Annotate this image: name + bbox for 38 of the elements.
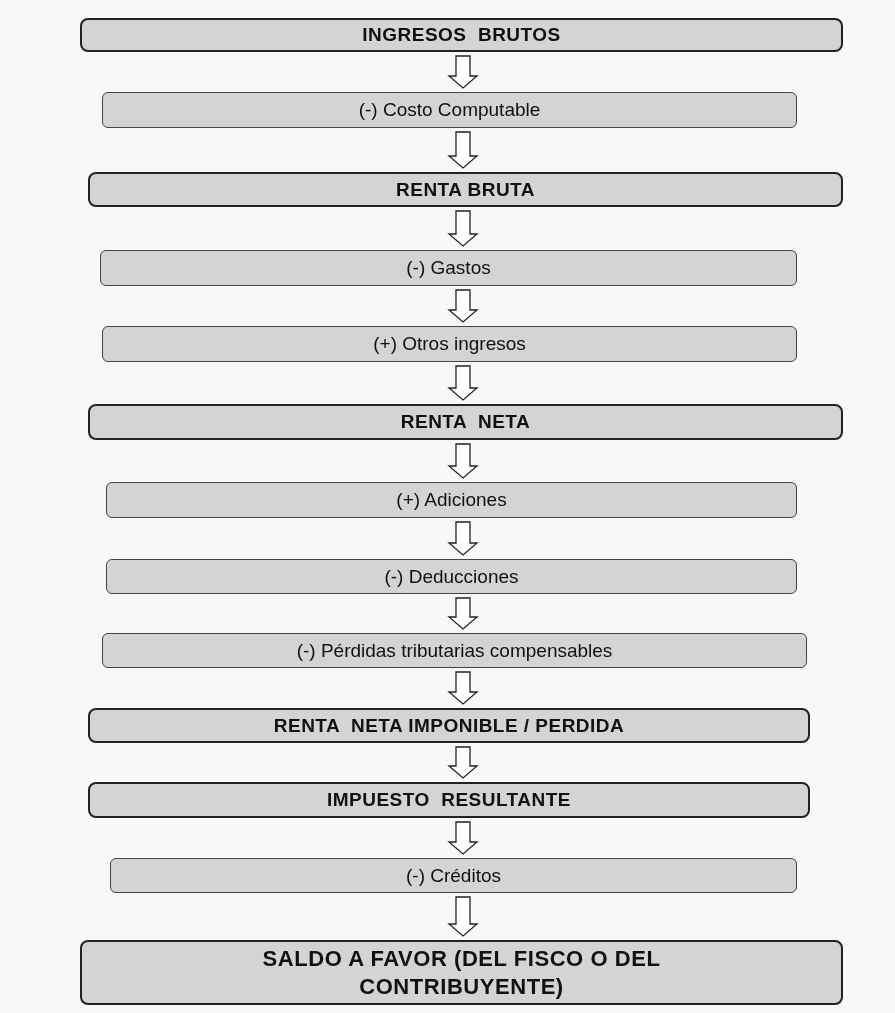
total-box bbox=[80, 18, 843, 52]
hollow-down-arrow bbox=[447, 821, 479, 855]
box-label: (-) Costo Computable bbox=[358, 98, 541, 122]
total-box bbox=[88, 404, 843, 440]
step-box bbox=[102, 92, 797, 128]
hollow-down-arrow bbox=[447, 210, 479, 247]
hollow-down-arrow bbox=[447, 521, 479, 556]
box-label: (+) Otros ingresos bbox=[373, 332, 526, 356]
step-box bbox=[102, 326, 797, 362]
hollow-down-arrow bbox=[447, 289, 479, 323]
box-label: RENTA NETA IMPONIBLE / PERDIDA bbox=[273, 713, 625, 738]
hollow-down-arrow bbox=[447, 443, 479, 479]
box-label: IMPUESTO RESULTANTE bbox=[327, 788, 571, 812]
hollow-down-arrow bbox=[447, 55, 479, 89]
box-label: (-) Créditos bbox=[406, 863, 501, 888]
total-box bbox=[88, 708, 810, 743]
box-label: (+) Adiciones bbox=[396, 488, 507, 512]
step-box bbox=[100, 250, 797, 286]
step-box bbox=[106, 482, 797, 518]
box-label: RENTA NETA bbox=[400, 410, 531, 434]
box-label: (-) Pérdidas tributarias compensables bbox=[296, 638, 613, 663]
step-box bbox=[110, 858, 797, 893]
box-label: RENTA BRUTA bbox=[396, 177, 535, 202]
hollow-down-arrow bbox=[447, 671, 479, 705]
step-box bbox=[106, 559, 797, 594]
hollow-down-arrow bbox=[447, 597, 479, 630]
step-box bbox=[102, 633, 807, 668]
box-label: (-) Deducciones bbox=[384, 564, 519, 589]
hollow-down-arrow bbox=[447, 746, 479, 779]
total-box bbox=[88, 782, 810, 818]
box-label: (-) Gastos bbox=[406, 256, 491, 280]
hollow-down-arrow bbox=[447, 365, 479, 401]
box-label: INGRESOS BRUTOS bbox=[362, 23, 561, 47]
hollow-down-arrow bbox=[447, 131, 479, 169]
total-box bbox=[88, 172, 843, 207]
box-label: SALDO A FAVOR (DEL FISCO O DEL CONTRIBUYENTE) bbox=[261, 945, 662, 1000]
hollow-down-arrow bbox=[447, 896, 479, 937]
total-box bbox=[80, 940, 843, 1005]
